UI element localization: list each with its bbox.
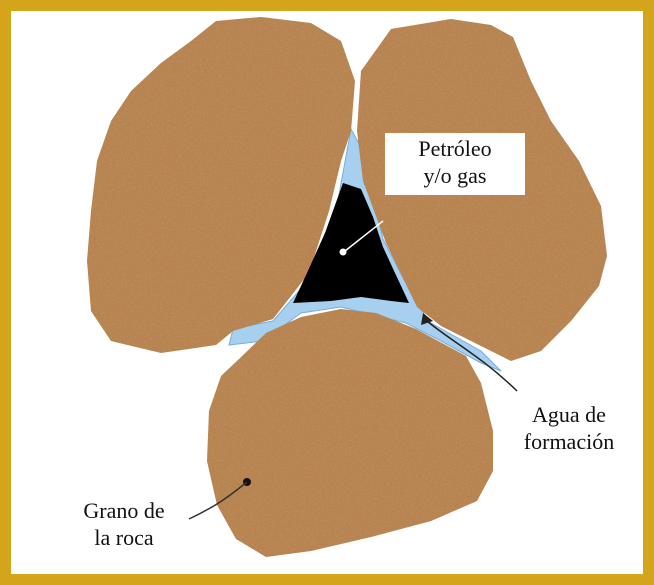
oil-gas-label-line-1: Petróleo — [385, 135, 525, 162]
rock-grain-label-line-1: Grano de — [59, 497, 189, 524]
oil-gas-label: Petróleo y/o gas — [385, 133, 525, 195]
rock-grain-label-line-2: la roca — [59, 524, 189, 551]
oil-gas-label-line-2: y/o gas — [385, 162, 525, 189]
arrow-pointer-icon — [340, 249, 347, 256]
formation-water-label: Agua de formación — [499, 401, 639, 455]
formation-water-label-line-2: formación — [499, 428, 639, 455]
rock-grain-label: Grano de la roca — [59, 497, 189, 551]
pore-space-diagram — [11, 11, 643, 574]
formation-water-label-line-1: Agua de — [499, 401, 639, 428]
